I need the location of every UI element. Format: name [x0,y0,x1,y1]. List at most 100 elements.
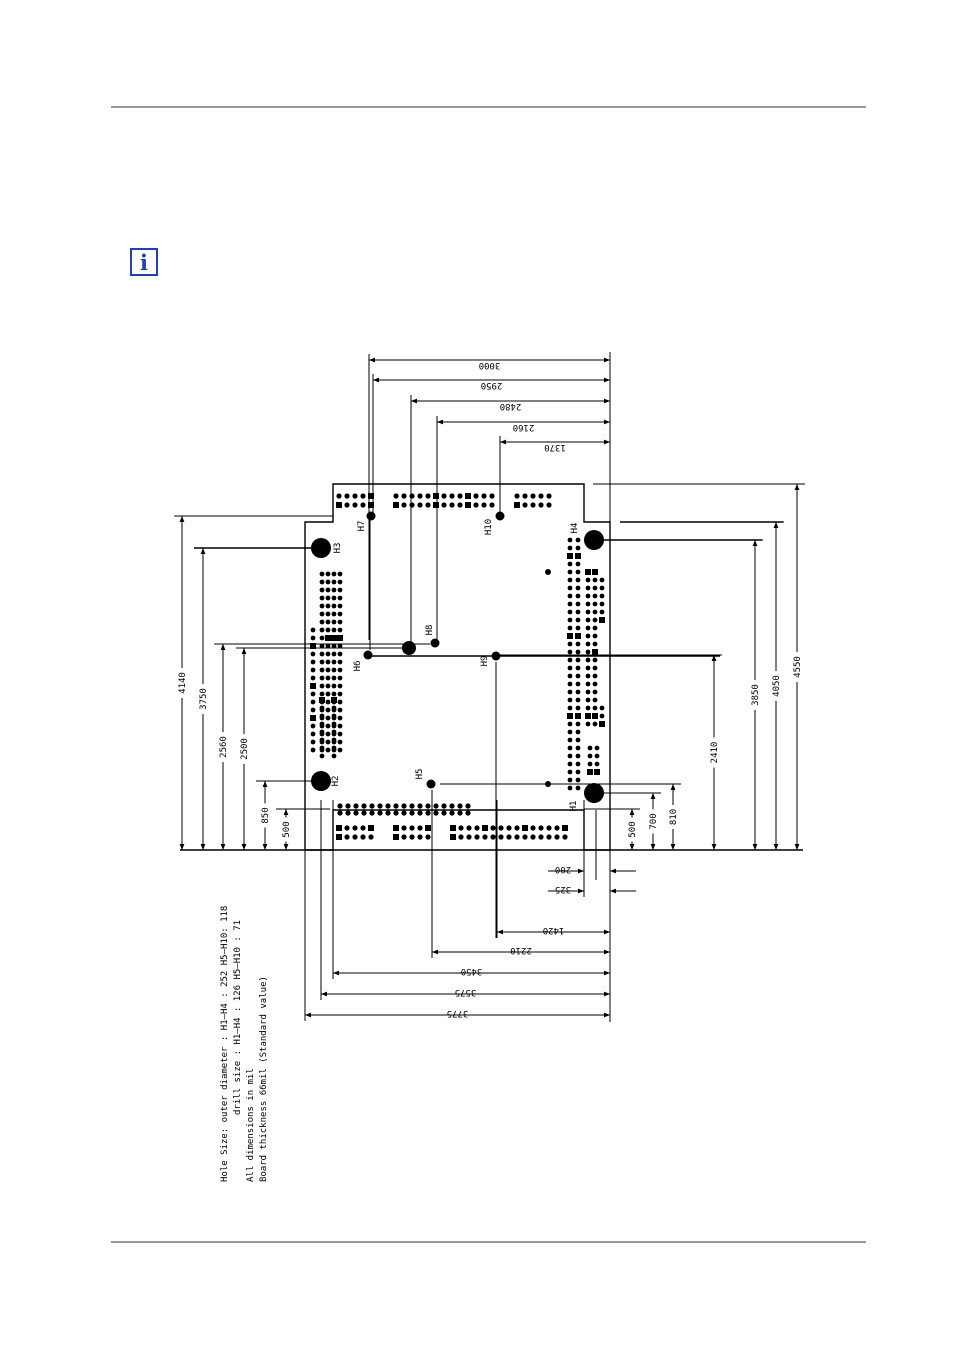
hole-small [363,650,373,660]
pin-square [336,502,342,508]
pin [369,803,375,809]
pin [449,810,455,816]
pin [319,659,325,665]
pin [567,641,573,647]
pin [331,745,337,751]
pin [331,619,337,625]
pin [482,834,488,840]
pin [554,834,560,840]
pin-square [482,825,488,831]
pin-square [585,569,591,575]
dim-label-bottom: 3450 [461,966,483,976]
pin-square [393,502,399,508]
dim-label-right: 500 [628,821,638,837]
pin [319,603,325,609]
pin [575,769,581,775]
pin [337,643,343,649]
pin [325,659,331,665]
pin [409,803,415,809]
pin [457,803,463,809]
pin [319,705,325,711]
pin-square [450,825,456,831]
pin [575,585,581,591]
pin [567,721,573,727]
pin [331,721,337,727]
pin [575,593,581,599]
hole-small [366,511,376,521]
pin-square [575,713,581,719]
pin [337,747,343,753]
pin [319,619,325,625]
pin [331,587,337,593]
pin [337,715,343,721]
pin [592,721,598,727]
pin-square [587,769,593,775]
pin [331,603,337,609]
pin [325,627,331,633]
pin [489,502,495,508]
pin [567,625,573,631]
pin [331,667,337,673]
pin [319,635,325,641]
pin [585,657,591,663]
info-note: i [130,248,158,276]
pin [585,609,591,615]
pin-square [433,493,439,499]
pin [325,699,331,705]
pin [319,667,325,673]
pin-square [310,715,316,721]
pin [337,810,343,816]
dim-label-top: 2160 [513,422,535,432]
pin-square [562,825,568,831]
pin [592,593,598,599]
header-rule [111,106,866,108]
hole-label: H7 [357,521,367,532]
pin-square [585,713,591,719]
pin [417,834,423,840]
pin [530,825,536,831]
pin [567,585,573,591]
pin [337,571,343,577]
pin [417,493,423,499]
pin [567,609,573,615]
pin [401,803,407,809]
hole-label: H9 [480,656,490,667]
pin [310,627,316,633]
pin [331,675,337,681]
pin-square [450,834,456,840]
pin [575,601,581,607]
pin [592,609,598,615]
pin [310,659,316,665]
pin [441,502,447,508]
pin [449,493,455,499]
pin [575,545,581,551]
pin [567,593,573,599]
pin [575,753,581,759]
pin [575,745,581,751]
pin [369,810,375,816]
hole-tiny [545,569,551,575]
pin [567,705,573,711]
label-mask [667,805,679,829]
pin [409,502,415,508]
pin [325,643,331,649]
dim-label-bottom: 200 [555,864,571,874]
pin [409,493,415,499]
pin [575,737,581,743]
pin [594,753,600,759]
pin [433,803,439,809]
pin [599,577,605,583]
dim-label-left: 4140 [178,672,188,694]
pin [319,737,325,743]
pin [331,691,337,697]
pin [331,611,337,617]
pin [592,665,598,671]
label-mask [708,737,720,768]
pin-square [368,825,374,831]
pin-square [599,617,605,623]
pin [409,834,415,840]
pin [585,585,591,591]
